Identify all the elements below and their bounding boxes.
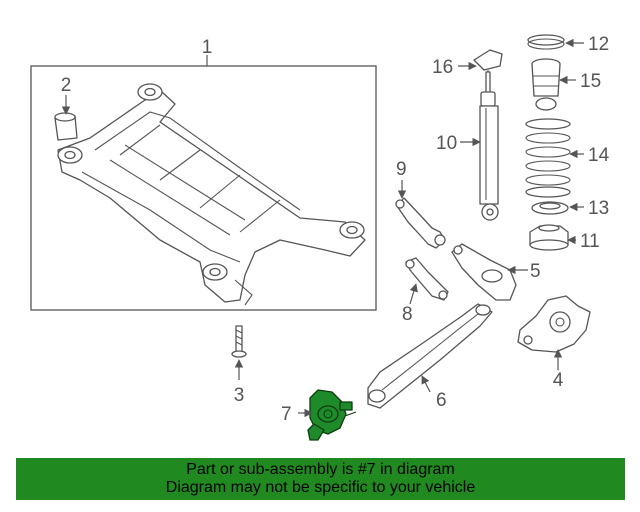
subframe-group[interactable] [30, 55, 377, 311]
callout-7: 7 [281, 404, 292, 425]
lower-arm-part-5[interactable] [451, 243, 517, 301]
callout-9: 9 [396, 159, 407, 180]
callout-16: 16 [432, 57, 453, 78]
insulator-part-13[interactable] [531, 201, 569, 215]
callout-12: 12 [588, 34, 609, 55]
spring-seat-part-12[interactable] [527, 34, 565, 50]
bump-stop-part-15[interactable] [531, 58, 561, 111]
callout-8: 8 [402, 304, 413, 325]
callout-3: 3 [234, 385, 245, 406]
link-part-8[interactable] [405, 257, 449, 301]
knuckle-part-4[interactable] [517, 295, 591, 353]
bushing-part-2 [54, 112, 78, 141]
callout-11: 11 [580, 231, 600, 252]
callout-14: 14 [588, 145, 610, 166]
callout-1: 1 [202, 37, 213, 58]
callout-15: 15 [580, 71, 601, 92]
trailing-arm-part-6[interactable] [367, 303, 493, 409]
callout-10: 10 [436, 133, 457, 154]
callout-13: 13 [588, 198, 609, 219]
callout-6: 6 [436, 390, 447, 411]
callout-5: 5 [530, 261, 541, 282]
callout-labels: 1 2 3 4 5 6 7 8 9 10 11 12 13 14 15 16 [61, 34, 610, 425]
part-info-banner: Part or sub-assembly is #7 in diagram Di… [16, 458, 625, 500]
lower-seat-part-11[interactable] [529, 224, 569, 251]
shock-absorber-part-10[interactable] [479, 71, 499, 221]
callout-2: 2 [61, 75, 72, 96]
upper-link-part-9[interactable] [395, 197, 446, 249]
callout-4: 4 [553, 370, 564, 391]
banner-line-2: Diagram may not be specific to your vehi… [165, 479, 476, 496]
subframe-box [30, 65, 377, 311]
highlighted-part-7[interactable] [307, 389, 357, 441]
banner-line-1: Part or sub-assembly is #7 in diagram [186, 461, 455, 478]
coil-spring-part-14[interactable] [525, 118, 571, 198]
leader-lines [61, 38, 584, 418]
subframe-crossmember [57, 83, 366, 306]
bolt-part-3[interactable] [231, 325, 247, 358]
